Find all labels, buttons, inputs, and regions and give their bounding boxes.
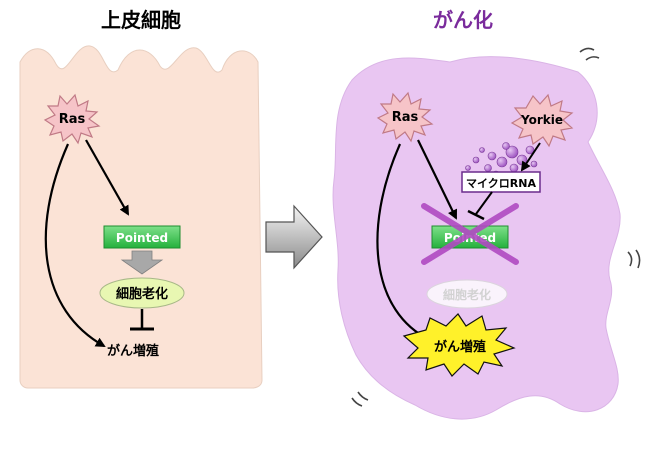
senescence-left: 細胞老化 <box>99 277 185 309</box>
ras-star-left: Ras <box>43 93 101 145</box>
microrna-box: マイクロRNA <box>461 171 541 193</box>
transition-arrow <box>265 204 323 270</box>
proliferation-label-left: がん増殖 <box>107 343 159 359</box>
yorkie-label: Yorkie <box>520 113 563 127</box>
inhibition-microrna-pointed <box>467 191 493 221</box>
arrow-yorkie-to-microrna <box>520 142 541 172</box>
arrow-ras-to-proliferation-right <box>376 143 432 342</box>
proliferation-burst: がん増殖 <box>402 313 516 377</box>
microrna-label: マイクロRNA <box>466 177 536 190</box>
arrow-ras-to-pointed-left <box>85 139 129 216</box>
senescence-right-faded: 細胞老化 <box>426 279 508 309</box>
senescence-label-left: 細胞老化 <box>116 286 168 302</box>
epithelial-cell <box>19 45 263 389</box>
ras-label-left: Ras <box>59 112 86 127</box>
gray-down-arrow <box>120 250 164 275</box>
inhibition-symbol-left <box>130 309 154 331</box>
cross-mark <box>421 203 519 265</box>
proliferation-label-right: がん増殖 <box>434 339 486 355</box>
motion-marks <box>351 47 641 407</box>
senescence-label-right: 細胞老化 <box>443 287 491 302</box>
pointed-box-left: Pointed <box>103 225 181 249</box>
pointed-label-left: Pointed <box>116 231 168 245</box>
ras-label-right: Ras <box>392 110 419 125</box>
yorkie-star: Yorkie <box>510 93 574 148</box>
arrow-ras-to-proliferation-left <box>44 143 106 347</box>
left-panel-title: 上皮細胞 <box>101 8 181 32</box>
ras-star-right: Ras <box>376 91 434 143</box>
right-panel-title: がん化 <box>433 8 493 32</box>
arrow-ras-to-pointed-right <box>417 139 457 220</box>
